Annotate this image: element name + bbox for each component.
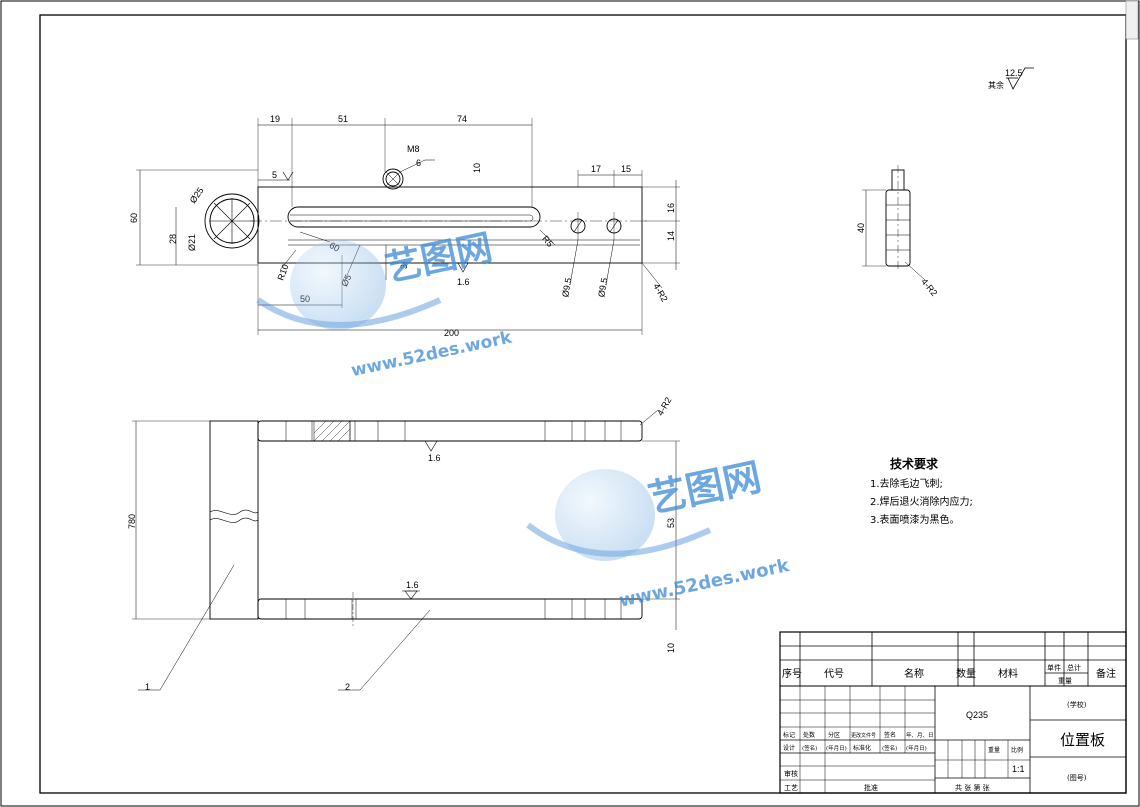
- radius-4-r2-front: 4-R2: [655, 395, 673, 417]
- window-corner: [1125, 0, 1139, 40]
- dim-40: 40: [856, 223, 866, 233]
- dim-16: 16: [666, 203, 676, 213]
- dim-15: 15: [621, 164, 631, 174]
- row-label-count: 处数: [803, 731, 815, 739]
- title-block-text: 序号 代号 名称 数量 材料 单件 总计 重量 备注 标记 处数 分区 更改文件…: [782, 663, 1116, 792]
- radius-r10: R10: [276, 263, 291, 282]
- dim-17: 17: [591, 164, 601, 174]
- radius-4-r2-top: 4-R2: [651, 282, 669, 304]
- dim-74: 74: [457, 114, 467, 124]
- sheets-label: 共 张 第 张: [955, 783, 990, 792]
- chamfer-label: 5: [272, 170, 277, 180]
- row2-sign2: (签名): [882, 744, 897, 752]
- surface-1-6-b: 1.6: [406, 580, 419, 590]
- dim-53: 53: [666, 518, 676, 528]
- dim-60-left: 60: [129, 213, 139, 223]
- watermark-url-2: www.52des.work: [617, 555, 792, 612]
- radius-r5: R5: [540, 234, 555, 249]
- part-number-2: 2: [345, 682, 350, 692]
- weight-label: 重量: [988, 746, 1000, 754]
- bom-header-remark: 备注: [1096, 667, 1116, 680]
- hole-dia-1: Ø9.5: [560, 277, 573, 298]
- dim-10-slot: 10: [472, 163, 482, 173]
- hole-dia-2: Ø9.5: [596, 277, 609, 298]
- tech-req-title: 技术要求: [890, 456, 939, 471]
- globe-icon: [555, 469, 655, 561]
- approve-label: 批准: [864, 783, 878, 792]
- dim-19: 19: [270, 114, 280, 124]
- dim-3: 3: [399, 264, 409, 269]
- top-view: [136, 118, 680, 335]
- surface-1-6-top: 1.6: [457, 277, 470, 287]
- bom-header-material: 材料: [998, 667, 1018, 680]
- surface-note-value: 12.5: [1005, 68, 1023, 78]
- row-label-date: 年、月、日: [906, 731, 934, 739]
- front-view: [132, 409, 680, 691]
- row2-sign: (签名): [802, 744, 817, 752]
- watermark-1: 艺图网 www.52des.work: [256, 227, 514, 381]
- material-value: Q235: [966, 710, 988, 720]
- radius-4-r2-side: 4-R2: [919, 277, 939, 298]
- dim-10-front: 10: [666, 643, 676, 653]
- dim-28: 28: [168, 234, 178, 244]
- dim-200: 200: [444, 328, 459, 338]
- row-label-mark: 标记: [783, 731, 795, 739]
- surface-roughness-note: 其余 12.5: [988, 67, 1034, 90]
- surface-1-6-a: 1.6: [428, 453, 441, 463]
- dia-inner: Ø21: [187, 234, 197, 251]
- dia-outer: Ø25: [188, 186, 206, 206]
- process-label: 工艺: [784, 784, 798, 792]
- row2-standard: 标准化: [853, 744, 871, 752]
- tech-req-item-2: 2.焊后退火消除内应力;: [870, 495, 973, 508]
- watermark-brand-2: 艺图网: [644, 455, 765, 522]
- bom-header-unit: 单件: [1047, 663, 1061, 672]
- row-label-change: 更改文件号: [851, 732, 876, 739]
- watermark-brand-1: 艺图网: [382, 227, 496, 290]
- thread-label: M8: [407, 144, 420, 154]
- row2-design: 设计: [783, 744, 795, 752]
- side-view: [862, 165, 926, 281]
- school-label: (学校): [1067, 700, 1087, 709]
- drawing-number: (图号): [1067, 774, 1087, 782]
- part-number-1: 1: [145, 682, 150, 692]
- inner-frame: [39, 14, 1127, 794]
- bom-header-qty: 数量: [956, 667, 976, 680]
- bom-header-code: 代号: [824, 668, 844, 680]
- review-label: 审核: [784, 769, 798, 778]
- dim-14: 14: [666, 231, 676, 241]
- technical-requirements: 技术要求 1.去除毛边飞刺; 2.焊后退火消除内应力; 3.表面喷漆为黑色。: [870, 456, 973, 526]
- row2-date2: (年月日): [906, 744, 927, 752]
- surface-note-label: 其余: [988, 80, 1004, 90]
- dim-51: 51: [338, 114, 348, 124]
- bom-header-name: 名称: [904, 667, 924, 680]
- tech-req-item-3: 3.表面喷漆为黑色。: [870, 513, 960, 526]
- row-label-zone: 分区: [828, 731, 840, 739]
- thread-depth: 6: [416, 158, 421, 168]
- watermark-2: 艺图网 www.52des.work: [526, 455, 792, 612]
- bom-header-no: 序号: [782, 667, 802, 680]
- row-label-sign: 签名: [884, 731, 896, 739]
- row2-date: (年月日): [826, 744, 847, 752]
- dim-780: 780: [127, 514, 137, 529]
- part-name: 位置板: [1060, 731, 1105, 749]
- scale-value: 1:1: [1012, 764, 1025, 774]
- bom-header-weight: 重量: [1058, 677, 1072, 685]
- title-block: [779, 631, 1127, 794]
- bom-header-total: 总计: [1067, 663, 1081, 672]
- globe-icon: [290, 240, 386, 330]
- watermark-url-1: www.52des.work: [349, 327, 514, 381]
- tech-req-item-1: 1.去除毛边飞刺;: [870, 477, 943, 490]
- scale-label: 比例: [1011, 746, 1023, 754]
